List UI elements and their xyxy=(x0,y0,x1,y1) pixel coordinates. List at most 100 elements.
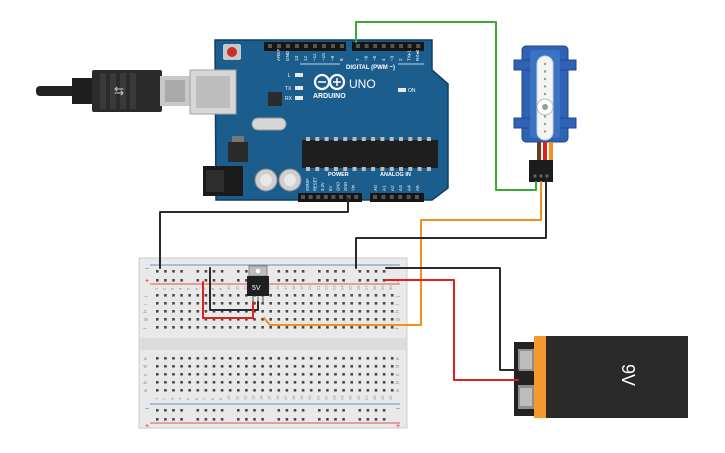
power-header[interactable] xyxy=(298,193,362,202)
breadboard-column-label: 5 xyxy=(186,287,191,290)
breadboard-column-label: 29 xyxy=(380,395,385,400)
digital-pin-label: ~3 xyxy=(389,55,394,61)
wire-servo-ground-black[interactable] xyxy=(355,181,547,269)
breadboard-column-label: 6 xyxy=(194,287,199,290)
analog-pin-label: A1 xyxy=(381,185,386,191)
svg-text:−: − xyxy=(396,266,400,273)
tx-led-label: TX xyxy=(285,86,292,92)
digital-pin-label: ~11 xyxy=(312,53,317,61)
digital-pin-label: RX◂0 xyxy=(415,49,420,61)
breadboard-column-label: 21 xyxy=(315,395,320,400)
power-label: POWER xyxy=(328,172,349,178)
breadboard-row-label: g xyxy=(395,318,401,321)
breadboard-row-label: f xyxy=(143,327,149,329)
analog-label: ANALOG IN xyxy=(380,172,411,178)
breadboard-row-label: c xyxy=(143,373,149,376)
power-pin-label: IOREF xyxy=(305,178,310,191)
breadboard-row-label: j xyxy=(395,296,401,298)
breadboard-column-label: 3 xyxy=(170,397,175,400)
servo-connector[interactable] xyxy=(529,160,553,182)
breadboard-column-label: 10 xyxy=(226,285,231,290)
svg-text:⇆: ⇆ xyxy=(114,84,124,98)
wire-signal-green[interactable] xyxy=(355,21,537,191)
breadboard-column-label: 1 xyxy=(153,287,158,290)
breadboard-column-label: 26 xyxy=(356,285,361,290)
breadboard-column-label: 24 xyxy=(340,285,345,290)
breadboard-column-label: 22 xyxy=(323,285,328,290)
analog-pin-label: A4 xyxy=(407,185,412,191)
digital-pin-label: 8 xyxy=(339,58,344,61)
breadboard-column-label: 15 xyxy=(267,285,272,290)
l-led-label: L xyxy=(288,73,291,79)
wire-power-rail-red[interactable] xyxy=(202,281,254,319)
breadboard-row-label: c xyxy=(395,373,401,376)
svg-text:−: − xyxy=(396,406,400,413)
voltage-regulator[interactable]: 5V xyxy=(247,265,269,302)
rx-led xyxy=(295,96,303,100)
breadboard-column-label: 18 xyxy=(291,285,296,290)
wire-battery-positive-red[interactable] xyxy=(385,279,519,381)
analog-header[interactable] xyxy=(370,193,424,202)
svg-text:−: − xyxy=(145,266,149,273)
breadboard-column-label: 23 xyxy=(332,395,337,400)
analog-pin-label: A5 xyxy=(415,185,420,191)
breadboard[interactable]: − + − + − + − + 112233445566778899101011… xyxy=(138,257,408,430)
breadboard-column-label: 23 xyxy=(332,285,337,290)
breadboard-row-label: a xyxy=(143,389,149,392)
breadboard-row-label: e xyxy=(143,357,149,360)
breadboard-column-label: 28 xyxy=(372,395,377,400)
breadboard-row-label: h xyxy=(143,310,149,313)
breadboard-column-label: 19 xyxy=(299,285,304,290)
servo-motor[interactable] xyxy=(513,45,577,182)
wire-arduino-ground-black[interactable] xyxy=(159,197,349,269)
regulator-label: 5V xyxy=(252,285,261,292)
breadboard-column-label: 20 xyxy=(307,395,312,400)
breadboard-row-label: e xyxy=(395,357,401,360)
model-label: UNO xyxy=(349,77,376,91)
wire-servo-power-orange[interactable] xyxy=(263,181,542,326)
battery-label: 9V xyxy=(618,364,638,386)
breadboard-row-label: i xyxy=(143,304,149,305)
digital-pin-label: AREF xyxy=(276,49,281,61)
breadboard-column-label: 8 xyxy=(210,397,215,400)
digital-pin-label: ~9 xyxy=(330,55,335,61)
digital-pin-label: 2 xyxy=(398,58,403,61)
breadboard-column-label: 19 xyxy=(299,395,304,400)
breadboard-column-label: 12 xyxy=(242,395,247,400)
breadboard-column-label: 1 xyxy=(153,397,158,400)
analog-pin-label: A2 xyxy=(390,185,395,191)
breadboard-column-label: 4 xyxy=(178,287,183,290)
digital-pin-label: 7 xyxy=(355,58,360,61)
battery-9v[interactable]: 9V xyxy=(514,336,688,418)
breadboard-column-label: 30 xyxy=(388,395,393,400)
svg-text:+: + xyxy=(396,423,400,430)
breadboard-row-label: i xyxy=(395,304,401,305)
breadboard-row-label: b xyxy=(143,381,149,384)
breadboard-column-label: 7 xyxy=(202,287,207,290)
breadboard-column-label: 12 xyxy=(242,285,247,290)
breadboard-column-label: 27 xyxy=(364,395,369,400)
breadboard-column-label: 18 xyxy=(291,395,296,400)
svg-text:+: + xyxy=(145,423,149,430)
analog-pin-label: A3 xyxy=(398,185,403,191)
digital-header-right[interactable] xyxy=(352,42,424,51)
breadboard-column-label: 9 xyxy=(218,397,223,400)
wire-ground-rail-black[interactable] xyxy=(209,267,259,311)
breadboard-column-label: 2 xyxy=(161,287,166,290)
power-pin-label: 5V xyxy=(328,186,333,191)
breadboard-row-label: d xyxy=(395,365,401,368)
digital-pin-label: 4 xyxy=(381,58,386,61)
breadboard-column-label: 30 xyxy=(388,285,393,290)
breadboard-column-label: 3 xyxy=(170,287,175,290)
breadboard-column-label: 27 xyxy=(364,285,369,290)
breadboard-column-label: 17 xyxy=(283,395,288,400)
servo-horn[interactable] xyxy=(536,55,554,141)
wire-battery-negative-black[interactable] xyxy=(385,267,519,371)
arduino-logo xyxy=(313,73,346,91)
breadboard-column-label: 6 xyxy=(194,397,199,400)
brand-label: ARDUINO xyxy=(313,93,346,100)
breadboard-column-label: 8 xyxy=(210,287,215,290)
digital-pin-label: GND xyxy=(285,50,290,61)
power-pin-label: Vin xyxy=(351,184,356,191)
